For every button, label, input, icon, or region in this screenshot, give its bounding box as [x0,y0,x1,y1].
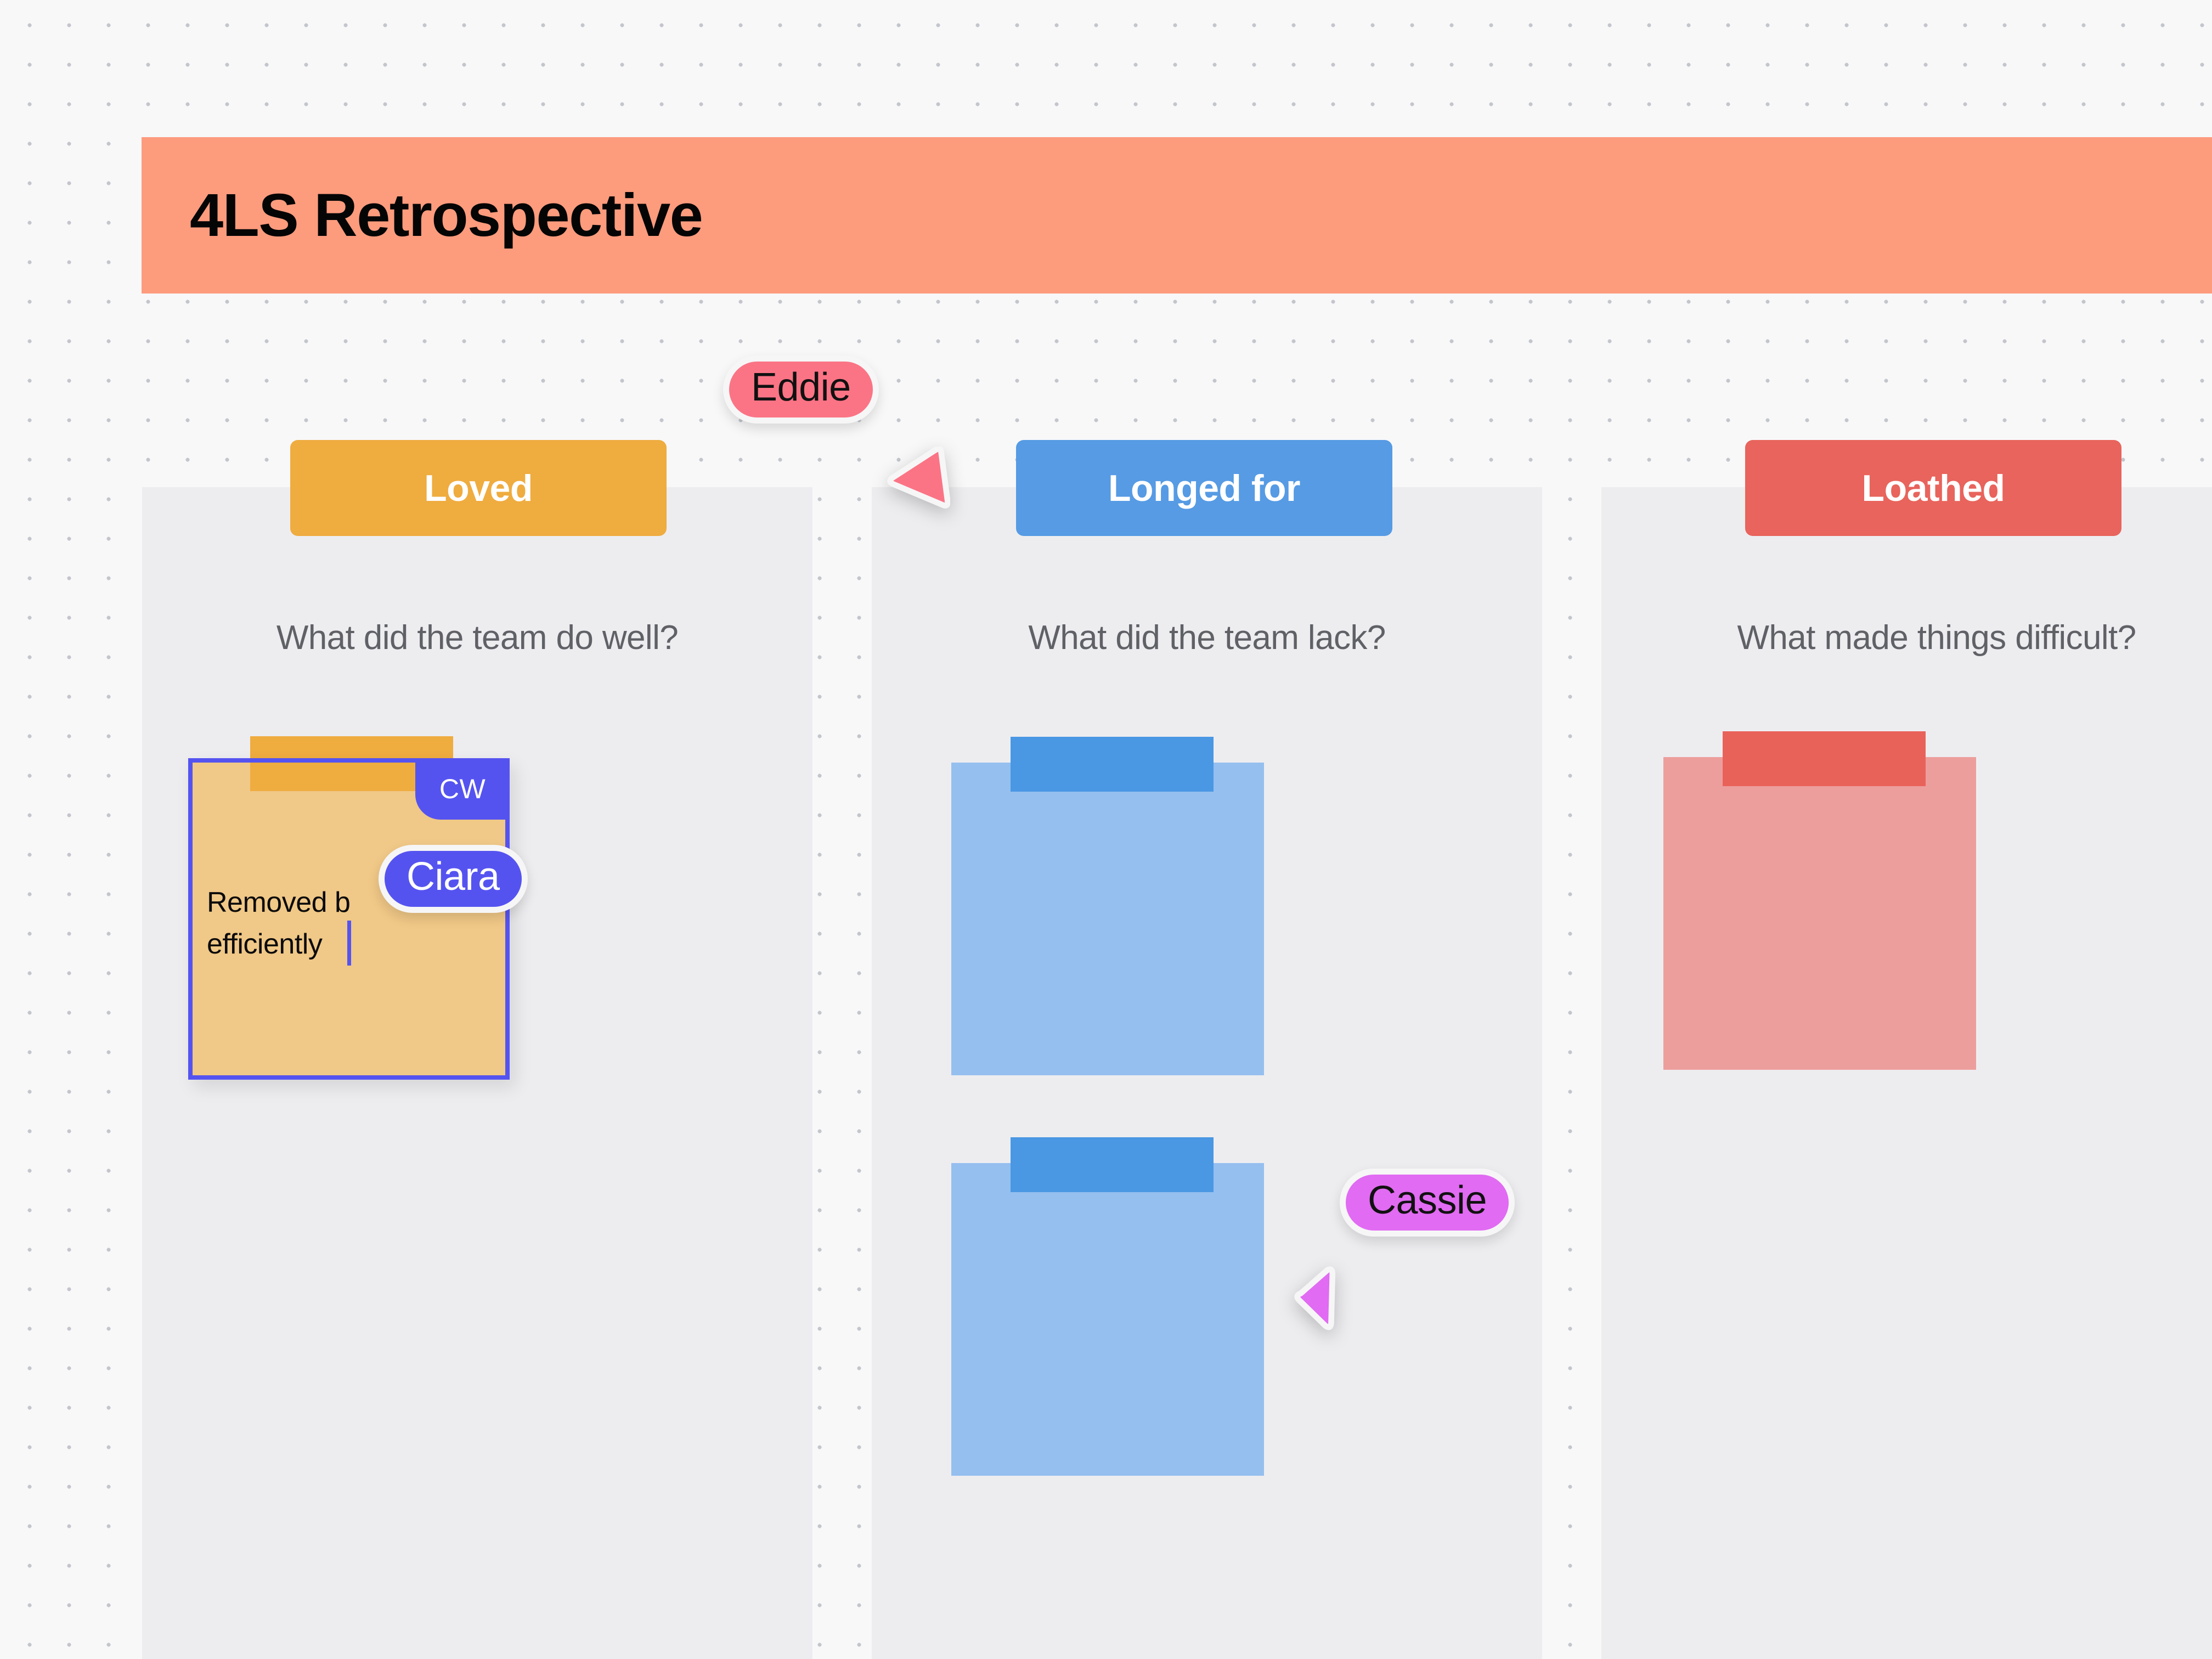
column-header-label-loved: Loved [424,467,533,509]
collaborator-name: Eddie [751,365,851,409]
sticky-note-loathed-1[interactable] [1663,731,1976,1070]
sticky-note-longed-for-2[interactable] [951,1137,1264,1476]
text-caret-icon [347,921,351,966]
cursor-arrow-icon [1294,1266,1336,1330]
collaborator-name-pill: Ciara [379,845,528,913]
column-header-loved[interactable]: Loved [290,440,667,536]
column-header-longed-for[interactable]: Longed for [1016,440,1392,536]
sticky-note-tape [1011,1137,1214,1192]
page-title: 4LS Retrospective [190,182,703,249]
sticky-note-tape [1011,737,1214,792]
sticky-note-body[interactable] [1663,757,1976,1070]
column-question-loathed: What made things difficult? [1737,619,2136,657]
collaborator-name-pill: Cassie [1340,1169,1515,1237]
avatar[interactable]: CW [415,758,510,820]
column-question-longed-for: What did the team lack? [1028,619,1386,657]
column-header-label-longed-for: Longed for [1108,467,1301,509]
column-header-label-loathed: Loathed [1861,467,2005,509]
avatar-initials: CW [439,774,486,804]
sticky-note-body[interactable] [951,1163,1264,1476]
cursor-arrow-icon [887,447,950,509]
sticky-note-body[interactable] [951,763,1264,1075]
column-panel-loathed[interactable] [1601,487,2212,1659]
sticky-note-longed-for-1[interactable] [951,737,1264,1075]
collaborator-name: Ciara [407,855,500,899]
column-header-loathed[interactable]: Loathed [1745,440,2121,536]
column-question-loved: What did the team do well? [276,619,679,657]
board-title-banner[interactable]: 4LS Retrospective [142,137,2212,294]
collaborator-name: Cassie [1368,1178,1487,1222]
sticky-note-tape [1723,731,1926,786]
collaborator-name-pill: Eddie [723,356,879,424]
